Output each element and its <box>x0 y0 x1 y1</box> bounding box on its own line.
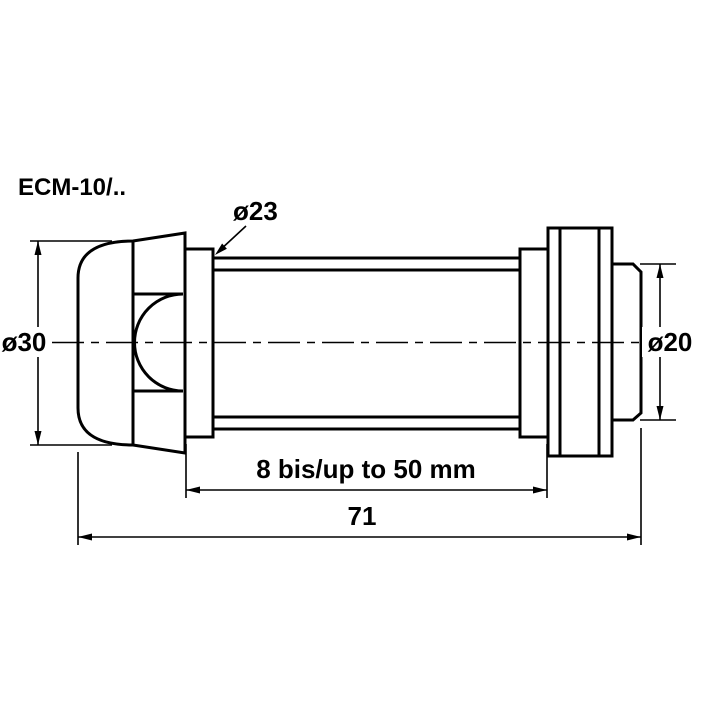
microphone-body <box>76 226 643 458</box>
dim-label-head-diameter: ø30 <box>2 327 47 357</box>
dim-thread-label-mask <box>642 327 698 357</box>
dimension-annotations: ø30 ø20 ø23 8 bis/up to 50 mm <box>1 196 698 545</box>
lock-nut <box>546 226 614 458</box>
tube-outline <box>211 256 522 431</box>
dim-label-clamp-range: 8 bis/up to 50 mm <box>256 454 476 484</box>
dim-tube-leader-arrow <box>215 243 227 255</box>
dim-label-overall-length: 71 <box>348 501 377 531</box>
head-cap-outline <box>76 231 187 455</box>
dim-total-arrow-right <box>627 533 641 541</box>
dim-thread-arrow-down <box>656 406 664 420</box>
capsule-dome-arc <box>133 292 184 393</box>
page-title: ECM-10/.. <box>18 174 126 201</box>
dim-head-label-mask <box>1 327 47 357</box>
dim-head-arrow-up <box>34 241 42 255</box>
dim-label-tube-diameter: ø23 <box>233 196 278 226</box>
dim-clamp-arrow-left <box>186 486 200 494</box>
dim-label-thread-diameter: ø20 <box>648 327 693 357</box>
dim-clamp-arrow-right <box>533 486 547 494</box>
dim-total-arrow-left <box>78 533 92 541</box>
thread-stub-outline <box>612 262 643 422</box>
dim-thread-arrow-up <box>656 264 664 278</box>
dim-head-arrow-down <box>34 431 42 445</box>
